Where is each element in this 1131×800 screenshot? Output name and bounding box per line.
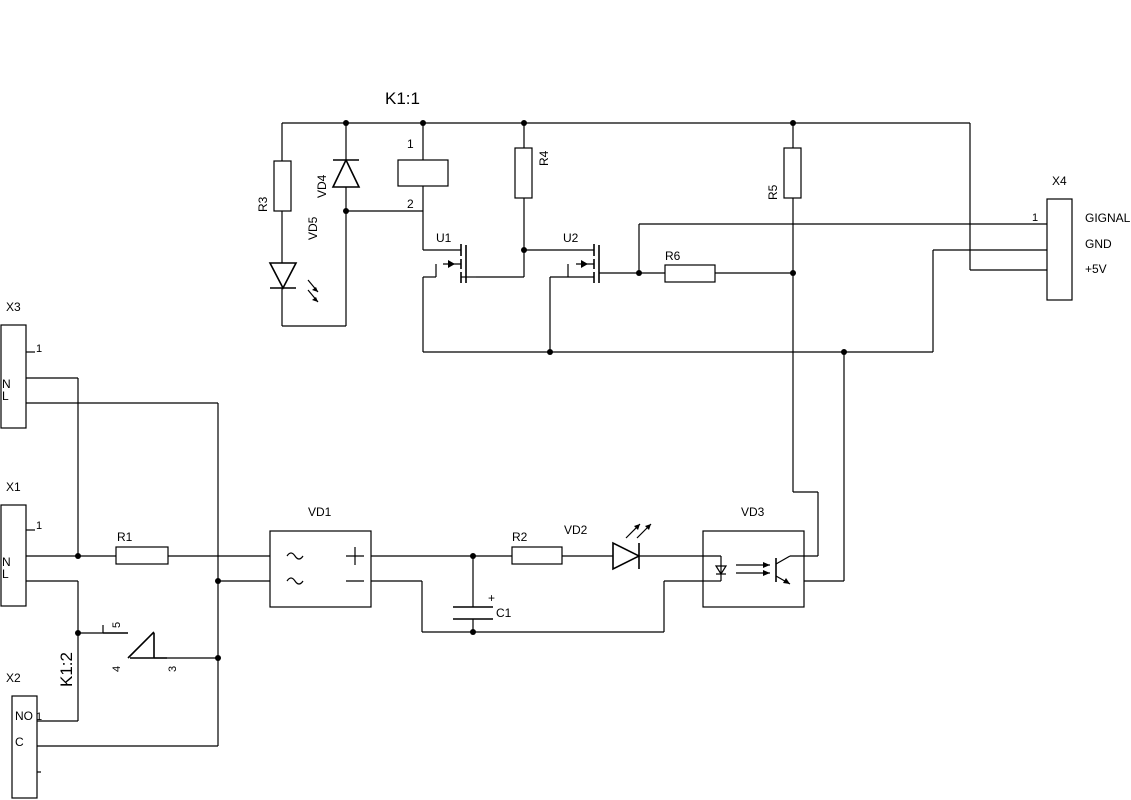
- connector-x1: [0, 504, 116, 607]
- led-vd5: [268, 262, 346, 327]
- r5-label: R5: [766, 184, 780, 200]
- dc-wiring: [371, 555, 703, 633]
- bridge-rectifier-vd1: [269, 530, 372, 608]
- k1-2-label: K1:2: [57, 652, 76, 687]
- coil-pin-2: 2: [407, 197, 414, 211]
- contact-pin-4: 4: [111, 666, 123, 672]
- c1-plus: +: [488, 591, 495, 605]
- resistor-r3: [273, 123, 292, 263]
- contact-pin-5: 5: [111, 622, 123, 628]
- x1-pin1: 1: [36, 520, 42, 532]
- x1-l: L: [2, 567, 9, 581]
- junction-dots: [75, 120, 847, 661]
- vd4-label: VD4: [315, 174, 329, 198]
- optocoupler-vd3: [702, 530, 818, 608]
- x3-pin1: 1: [36, 343, 42, 355]
- x4-signal-label: GIGNAL: [1085, 211, 1131, 225]
- x3-label: X3: [6, 300, 21, 314]
- resistor-r1: [115, 546, 169, 565]
- r1-label: R1: [117, 530, 133, 544]
- u1-label: U1: [436, 231, 452, 245]
- r3-label: R3: [256, 196, 270, 212]
- resistor-r2: [511, 546, 563, 565]
- u2-label: U2: [563, 231, 579, 245]
- contact-pin-3: 3: [167, 666, 179, 672]
- mosfet-u2: [549, 244, 639, 352]
- diode-vd4: [331, 123, 423, 326]
- x2-c: C: [15, 735, 24, 749]
- top-rail-wires: [282, 122, 1047, 271]
- x2-pin1: 1: [36, 711, 42, 723]
- vd3-label: VD3: [741, 505, 765, 519]
- resistor-r6: [638, 223, 1047, 283]
- r6-label: R6: [665, 249, 681, 263]
- connector-x3: [0, 324, 218, 429]
- x1-n: N: [2, 555, 11, 569]
- c1-label: C1: [496, 606, 512, 620]
- vd1-label: VD1: [308, 505, 332, 519]
- r2-label: R2: [512, 530, 528, 544]
- led-vd2: [612, 523, 652, 571]
- resistor-r5: [783, 123, 819, 556]
- vd2-label: VD2: [564, 523, 588, 537]
- relay-contact-k1-2: [103, 631, 167, 659]
- x3-n: N: [2, 377, 11, 391]
- connector-x4: [1046, 198, 1073, 301]
- r4-label: R4: [537, 150, 551, 166]
- connector-x2: [11, 695, 218, 799]
- relay-coil-k1: [397, 123, 449, 250]
- gnd-bus: [423, 249, 1047, 582]
- coil-pin-1: 1: [407, 137, 414, 151]
- mosfet-u1: [422, 244, 524, 352]
- x4-vcc-label: +5V: [1085, 262, 1107, 276]
- x4-label: X4: [1052, 174, 1067, 188]
- resistor-r4: [514, 123, 594, 277]
- vd5-label: VD5: [306, 216, 320, 240]
- x2-no: NO: [15, 709, 33, 723]
- relay-coil-title: K1:1: [385, 89, 420, 108]
- x2-label: X2: [6, 671, 21, 685]
- x1-label: X1: [6, 480, 21, 494]
- capacitor-c1: [453, 556, 493, 632]
- x4-gnd-label: GND: [1085, 237, 1112, 251]
- mains-wiring: [77, 378, 270, 746]
- x4-pin1: 1: [1032, 212, 1038, 224]
- x3-l: L: [2, 389, 9, 403]
